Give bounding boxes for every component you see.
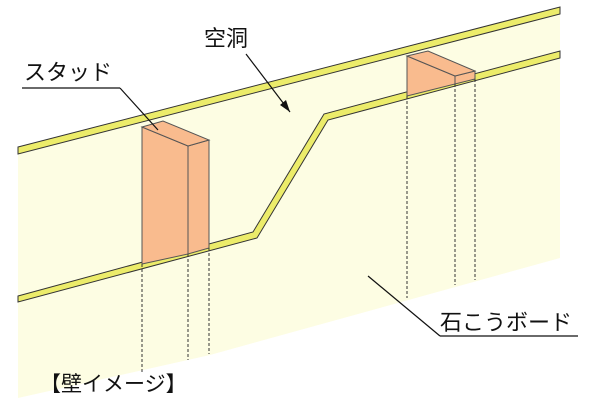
gypsum-board-leader-line xyxy=(367,275,578,337)
wall-image-caption: 【壁イメージ】 xyxy=(40,372,187,396)
cavity-label: 空洞 xyxy=(204,27,248,52)
cavity-leader-line xyxy=(245,53,291,113)
lower-board-edge xyxy=(17,50,561,303)
left-stud-side xyxy=(187,139,210,255)
left-stud-front xyxy=(141,126,189,265)
right-stud-hidden-lines xyxy=(406,79,476,298)
right-stud-top xyxy=(405,50,477,77)
upper-board-edge xyxy=(17,6,561,155)
left-stud-hidden-lines xyxy=(141,248,210,372)
wall-face xyxy=(18,8,560,398)
stud-label: スタッド xyxy=(24,61,112,86)
stud-leader-line xyxy=(22,87,159,131)
left-stud-top xyxy=(140,120,211,147)
gypsum-board-label: 石こうボード xyxy=(440,311,572,336)
